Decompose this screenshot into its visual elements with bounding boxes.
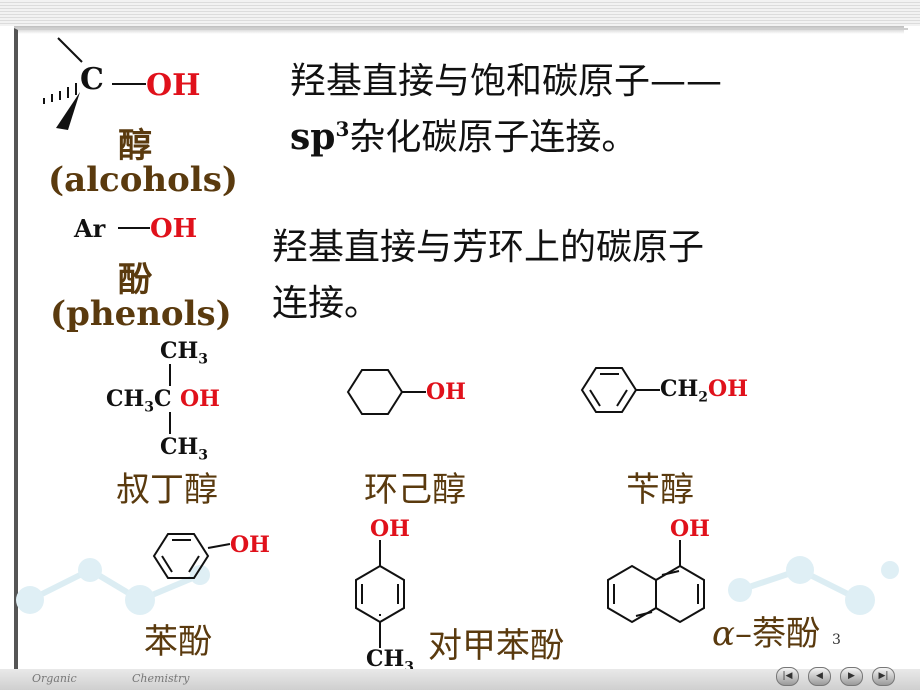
phenol-example-oh: OH xyxy=(230,532,270,558)
naphthol-name: α–萘酚 xyxy=(712,614,820,654)
slide-frame-shadow xyxy=(14,26,904,34)
alcohol-stereo-bonds xyxy=(43,37,146,104)
phenol-ar-label: Ar xyxy=(74,214,106,243)
slide-footer xyxy=(0,669,920,690)
alcohol-carbon-label: C xyxy=(80,62,104,97)
phenol-name-en: (phenols) xyxy=(50,294,232,334)
alcohol-name-zh: 醇 xyxy=(118,126,152,166)
alcohol-name-en: (alcohols) xyxy=(48,160,238,200)
sp-label: sp xyxy=(290,116,336,158)
slide-top-bar xyxy=(0,0,920,26)
phenol-name-zh: 酚 xyxy=(118,260,152,300)
tbutanol-ch3-top: CH3 xyxy=(160,338,209,368)
pcresol-oh: OH xyxy=(370,516,410,542)
alcohol-description-line2: sp3杂化碳原子连接。 xyxy=(290,108,637,160)
nav-last-button[interactable]: ▶| xyxy=(872,667,895,686)
phenol-oh-label: OH xyxy=(150,214,198,244)
benzyl-ch2oh: CH2OH xyxy=(660,376,748,406)
nav-next-button[interactable]: ▶ xyxy=(840,667,863,686)
naphthol-rings xyxy=(607,540,705,624)
page-number: 3 xyxy=(832,632,841,648)
footer-right-text: Chemistry xyxy=(132,672,190,685)
benzyl-name: 苄醇 xyxy=(626,470,694,510)
pcresol-name: 对甲苯酚 xyxy=(428,626,564,666)
alcohol-wedge-bond xyxy=(56,92,80,130)
pcresol-ch3: CH3 xyxy=(366,646,415,676)
phenol-ring xyxy=(152,533,231,579)
nav-first-button[interactable]: |◀ xyxy=(776,667,799,686)
sp-rest: 杂化碳原子连接。 xyxy=(349,117,638,158)
cyclohexanol-oh: OH xyxy=(426,379,466,405)
slide-frame xyxy=(14,28,908,670)
phenol-example-name: 苯酚 xyxy=(144,622,212,662)
cyclohexanol-name: 环己醇 xyxy=(364,470,466,510)
alcohol-description-line1: 羟基直接与饱和碳原子—— xyxy=(290,61,723,102)
tbutanol-oh: OH xyxy=(180,386,220,412)
phenol-description-line1: 羟基直接与芳环上的碳原子 xyxy=(272,227,705,268)
cyclohexanol-ring xyxy=(346,369,426,415)
benzyl-ring xyxy=(580,367,660,413)
sp-superscript: 3 xyxy=(335,117,350,141)
nav-prev-button[interactable]: ◀ xyxy=(808,667,831,686)
tbutanol-name: 叔丁醇 xyxy=(116,470,218,510)
tbutanol-ch3-left: CH3C xyxy=(106,386,172,416)
tbutanol-ch3-bottom: CH3 xyxy=(160,434,209,464)
naphthol-oh: OH xyxy=(670,516,710,542)
alcohol-oh-label: OH xyxy=(146,68,201,103)
phenol-description-line2: 连接。 xyxy=(272,283,381,324)
footer-left-text: Organic xyxy=(32,672,77,685)
pcresol-ring xyxy=(355,540,405,648)
